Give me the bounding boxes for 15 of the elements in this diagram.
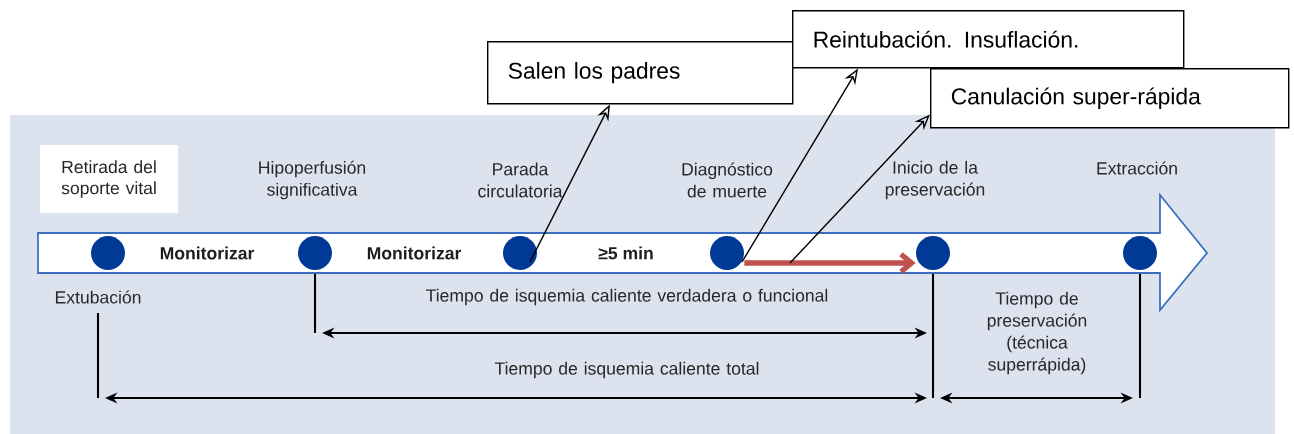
arrow	[744, 252, 916, 274]
event-dot	[298, 236, 332, 270]
callout-box: Reintubación. Insuflación.	[792, 10, 1185, 69]
event-dot	[503, 236, 537, 270]
event-label: Extracción	[1097, 161, 1177, 175]
event-label: Tiempo de isquemia caliente total	[494, 361, 759, 379]
callout-box: Canulación super-rápida	[930, 68, 1290, 129]
event-dot	[91, 236, 125, 270]
event-label: Extubación	[55, 290, 141, 304]
event-dot	[916, 236, 950, 270]
event-dot	[710, 236, 744, 270]
event-box: Retirada del soporte vital	[40, 145, 178, 213]
event-dot	[1123, 236, 1157, 270]
callout-box: Salen los padres	[487, 41, 794, 105]
event-label: Tiempo de isquemia caliente verdadera o funcional	[426, 288, 828, 306]
